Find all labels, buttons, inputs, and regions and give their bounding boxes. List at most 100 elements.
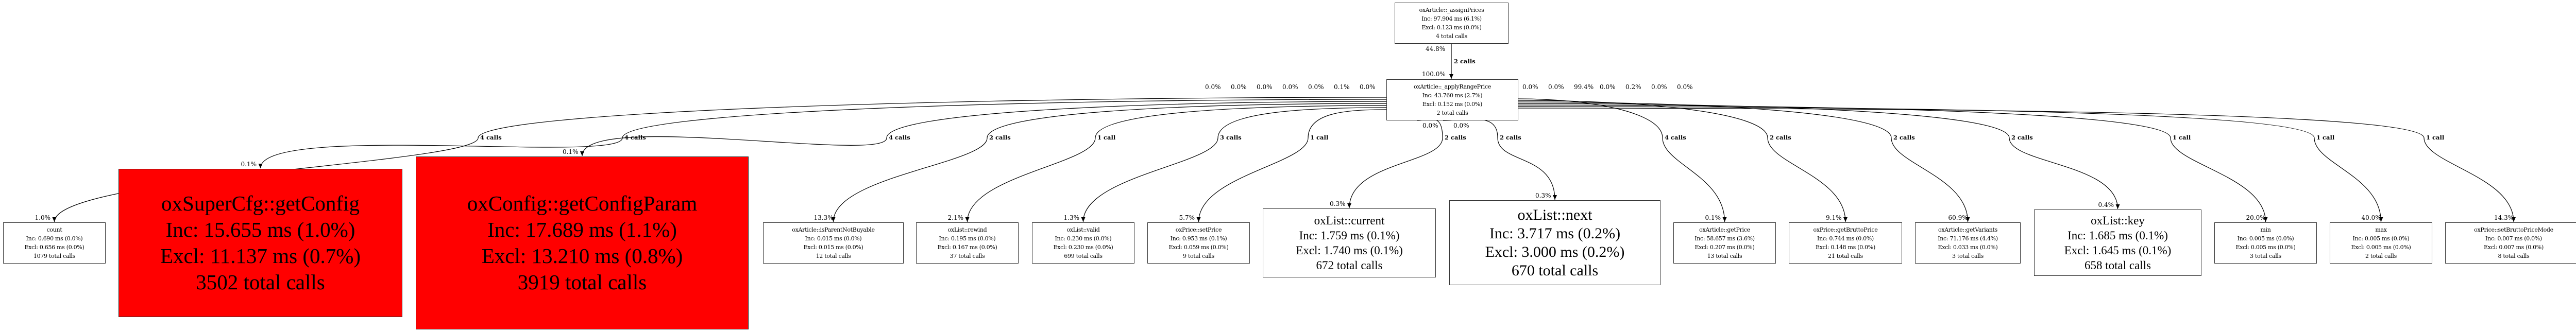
edge-caller-pct: 0.0%	[1522, 83, 1538, 91]
node-excl: Excl: 0.207 ms (0.0%)	[1694, 244, 1755, 251]
edge-applyRangePrice-to-setBruttoPriceMode	[1518, 108, 2516, 222]
node-calls: 12 total calls	[816, 253, 851, 259]
node-calls: 4 total calls	[1435, 33, 1468, 40]
edge-caller-pct: 0.0%	[1360, 83, 1376, 91]
edge-callee-pct: 0.3%	[1330, 200, 1346, 207]
node-excl: Excl: 0.167 ms (0.0%)	[937, 244, 997, 251]
edge-call-count: 2 calls	[1445, 134, 1466, 141]
node-name: oxArticle::_applyRangePrice	[1414, 83, 1491, 90]
edge-applyRangePrice-to-key	[1518, 103, 2120, 209]
edge-caller-pct: 0.2%	[1625, 83, 1641, 91]
edge-callee-pct: 1.3%	[1063, 214, 1080, 221]
node-name: oxPrice::getBruttoPrice	[1813, 226, 1878, 233]
node-inc: Inc: 1.759 ms (0.1%)	[1299, 229, 1400, 242]
node-calls: 9 total calls	[1182, 253, 1215, 259]
node-excl: Excl: 0.123 ms (0.0%)	[1421, 24, 1482, 31]
node-name: oxArticle::getPrice	[1699, 226, 1750, 233]
node-name: max	[2375, 226, 2387, 233]
edge-call-count: 4 calls	[1665, 134, 1686, 141]
node-name: oxList::next	[1517, 206, 1592, 223]
edge-applyRangePrice-to-isParentNotBuyable	[831, 103, 1387, 222]
edge-caller-pct: 0.0%	[1651, 83, 1667, 91]
edge-applyRangePrice-to-max	[1518, 106, 2383, 222]
node-inc: Inc: 0.195 ms (0.0%)	[939, 235, 996, 242]
node-inc: Inc: 71.176 ms (4.4%)	[1938, 235, 1998, 242]
edge-applyRangePrice-to-valid	[1081, 107, 1387, 222]
node-name: oxArticle::getVariants	[1938, 226, 1997, 233]
node-inc: Inc: 0.744 ms (0.0%)	[1817, 235, 1874, 242]
node-name: oxSuperCfg::getConfig	[161, 191, 360, 215]
edge-applyRangePrice-to-current	[1347, 118, 1443, 208]
edge-applyRangePrice-to-getConfigParam	[580, 101, 1387, 156]
edge-call-count: 2 calls	[1454, 58, 1476, 65]
node-inc: Inc: 0.007 ms (0.0%)	[2485, 235, 2542, 242]
node-calls: 3502 total calls	[196, 270, 325, 294]
edge-caller-pct: 0.0%	[1257, 83, 1273, 91]
edge-caller-pct: 0.0%	[1453, 122, 1469, 129]
node-calls: 658 total calls	[2084, 258, 2151, 272]
node-inc: Inc: 97.904 ms (6.1%)	[1421, 15, 1482, 22]
node-excl: Excl: 11.137 ms (0.7%)	[160, 244, 361, 268]
node-excl: Excl: 0.015 ms (0.0%)	[803, 244, 863, 251]
node-inc: Inc: 0.953 ms (0.1%)	[1170, 235, 1227, 242]
node-excl: Excl: 0.033 ms (0.0%)	[1938, 244, 1998, 251]
edge-caller-pct: 0.0%	[1422, 122, 1438, 129]
node-calls: 3 total calls	[1952, 253, 1984, 259]
edge-callee-pct: 0.3%	[1535, 192, 1551, 199]
edge-call-count: 2 calls	[989, 134, 1011, 141]
edge-call-count: 4 calls	[624, 134, 646, 141]
node-calls: 2 total calls	[2365, 253, 2397, 259]
node-excl: Excl: 0.059 ms (0.0%)	[1168, 244, 1229, 251]
edge-caller-pct: 0.0%	[1600, 83, 1616, 91]
edge-callee-pct: 1.0%	[35, 214, 51, 221]
node-calls: 670 total calls	[1511, 261, 1599, 279]
edge-applyRangePrice-to-getConfig	[258, 99, 1387, 169]
edge-caller-pct: 0.1%	[1334, 83, 1350, 91]
edge-call-count: 3 calls	[1220, 134, 1242, 141]
edge-callee-pct: 0.1%	[241, 161, 257, 168]
node-inc: Inc: 0.005 ms (0.0%)	[2352, 235, 2410, 242]
node-calls: 1079 total calls	[33, 253, 76, 259]
edge-callee-pct: 60.9%	[1948, 214, 1968, 221]
edge-callee-pct: 13.3%	[814, 214, 834, 221]
edge-callee-pct: 9.1%	[1826, 214, 1842, 221]
edge-callee-pct: 0.1%	[1705, 214, 1721, 221]
node-calls: 672 total calls	[1316, 259, 1383, 272]
node-name: min	[2260, 226, 2271, 233]
node-inc: Inc: 1.685 ms (0.1%)	[2067, 229, 2168, 242]
node-name: oxList::current	[1314, 214, 1385, 227]
edge-applyRangePrice-to-setPrice	[1196, 109, 1387, 222]
node-excl: Excl: 3.000 ms (0.2%)	[1485, 243, 1625, 260]
node-calls: 13 total calls	[1707, 253, 1742, 259]
node-name: oxPrice::setPrice	[1175, 226, 1222, 233]
edge-caller-pct: 0.0%	[1548, 83, 1564, 91]
node-inc: Inc: 3.717 ms (0.2%)	[1489, 224, 1621, 242]
node-calls: 2 total calls	[1436, 110, 1468, 116]
edge-callee-pct: 2.1%	[947, 214, 964, 221]
node-calls: 3919 total calls	[517, 270, 647, 294]
edge-caller-pct: 0.0%	[1282, 83, 1298, 91]
edge-call-count: 1 call	[2173, 134, 2191, 141]
node-name: oxList::key	[2091, 214, 2145, 227]
edge-caller-pct: 99.4%	[1574, 83, 1594, 91]
edge-applyRangePrice-to-min	[1518, 104, 2268, 222]
edge-caller-pct: 44.8%	[1426, 45, 1446, 53]
